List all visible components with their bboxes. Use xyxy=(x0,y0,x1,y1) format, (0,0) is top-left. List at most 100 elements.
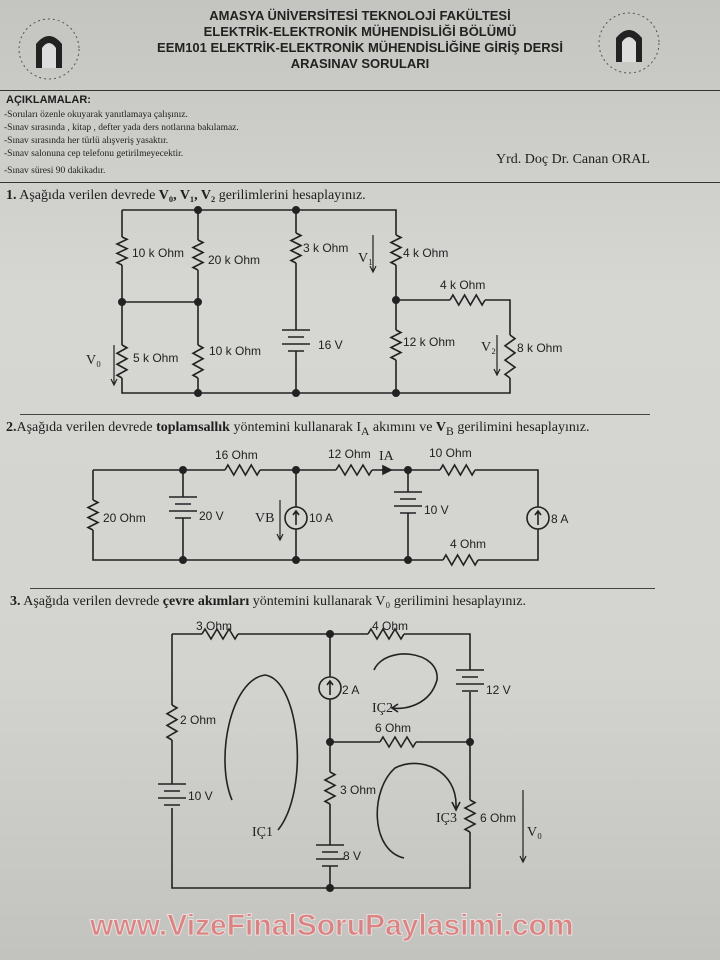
q-text: yöntemini kullanarak V₀ gerilimini hesap… xyxy=(249,594,526,609)
q-sub: A xyxy=(361,424,370,438)
q-vars: V₀, V₁, V₂ xyxy=(158,188,216,203)
resistor-icon xyxy=(115,236,129,266)
current-arrow-icon xyxy=(382,464,393,476)
battery-icon xyxy=(316,844,344,867)
university-logo-right xyxy=(598,12,660,74)
label-ia: IA xyxy=(379,449,395,464)
node-dot xyxy=(391,295,400,304)
resistor-icon xyxy=(442,553,479,567)
q-text: gerilimlerini hesaplayınız. xyxy=(215,188,366,203)
battery-icon xyxy=(169,496,197,519)
node-dot xyxy=(403,465,412,474)
label-v2: V₂ xyxy=(481,340,496,355)
mesh-loop-ic1 xyxy=(224,674,299,831)
label-6ohm-h: 6 Ohm xyxy=(375,721,411,735)
q-sub: B xyxy=(446,424,454,438)
mesh-loop-ic2 xyxy=(373,653,438,713)
battery-icon xyxy=(158,783,186,806)
current-source-icon xyxy=(318,676,342,700)
label-3ohm-v: 3 Ohm xyxy=(340,783,376,797)
instruction-item: -Sınav sırasında her türlü alışveriş yas… xyxy=(4,136,169,146)
header-line-1: AMASYA ÜNİVERSİTESİ TEKNOLOJİ FAKÜLTESİ xyxy=(209,8,511,23)
divider xyxy=(20,414,650,415)
q-text: Aşağıda verilen devrede xyxy=(16,420,157,435)
label-8k: 8 k Ohm xyxy=(517,341,562,355)
resistor-icon xyxy=(389,234,403,266)
resistor-icon xyxy=(389,329,403,361)
label-8v: 8 V xyxy=(343,849,361,863)
label-3k: 3 k Ohm xyxy=(303,241,348,255)
resistor-icon xyxy=(439,463,476,477)
node-dot xyxy=(325,737,334,746)
label-4ohm: 4 Ohm xyxy=(450,537,486,551)
label-ic3: IÇ3 xyxy=(436,811,457,826)
question-number: 2. xyxy=(6,420,17,435)
node-dot xyxy=(118,297,127,306)
label-2a: 2 A xyxy=(342,683,359,697)
node-dot xyxy=(403,555,412,564)
divider xyxy=(30,588,655,589)
q-bold: çevre akımları xyxy=(162,594,250,609)
label-4k: 4 k Ohm xyxy=(403,246,448,260)
arrow-up-icon xyxy=(326,679,334,695)
q-text: Aşağıda verilen devrede xyxy=(20,594,163,609)
instruction-item: -Sınav salonuna cep telefonu getirilmeye… xyxy=(4,149,184,159)
arrow-up-icon xyxy=(292,509,300,525)
resistor-icon xyxy=(191,344,205,379)
current-source-icon xyxy=(284,506,308,530)
label-16v: 16 V xyxy=(318,338,343,352)
resistor-icon xyxy=(191,239,205,271)
instruction-item: -Sınav süresi 90 dakikadır. xyxy=(4,166,106,176)
node-dot xyxy=(325,883,334,892)
header-line-4: ARASINAV SORULARI xyxy=(290,56,430,71)
resistor-icon xyxy=(289,232,303,264)
label-vo: V₀ xyxy=(527,825,542,840)
label-16ohm: 16 Ohm xyxy=(215,448,258,462)
header-line-3: EEM101 ELEKTRİK-ELEKTRONİK MÜHENDİSLİĞİN… xyxy=(157,40,563,55)
node-dot xyxy=(325,629,334,638)
resistor-icon xyxy=(503,334,517,379)
label-vb: VB xyxy=(255,511,274,526)
instruction-item: -Soruları özenle okuyarak yanıtlamaya ça… xyxy=(4,110,188,120)
university-logo-left xyxy=(18,18,80,80)
resistor-icon xyxy=(449,293,486,307)
question-2-text: 2.Aşağıda verilen devrede toplamsallık y… xyxy=(6,420,590,438)
label-v1: V₁ xyxy=(358,251,373,266)
node-dot xyxy=(179,465,188,474)
q-text: akımını ve xyxy=(369,420,436,435)
resistor-icon xyxy=(379,735,417,749)
label-12ohm: 12 Ohm xyxy=(328,447,371,461)
node-dot xyxy=(291,206,300,215)
instructions-box: AÇIKLAMALAR: -Soruları özenle okuyarak y… xyxy=(0,92,720,183)
q-bold: toplamsallık xyxy=(156,420,230,435)
resistor-icon xyxy=(165,704,179,741)
resistor-icon xyxy=(201,627,239,641)
header-line-2: ELEKTRİK-ELEKTRONİK MÜHENDİSLİĞİ BÖLÜMÜ xyxy=(203,24,517,39)
question-1-text: 1. Aşağıda verilen devrede V₀, V₁, V₂ ge… xyxy=(6,188,366,204)
q-text: yöntemini kullanarak I xyxy=(229,420,361,435)
wire xyxy=(171,633,471,889)
voltage-arrow-icon xyxy=(493,335,501,377)
node-dot xyxy=(194,297,203,306)
resistor-icon xyxy=(323,771,337,805)
label-5k: 5 k Ohm xyxy=(133,351,178,365)
label-20v: 20 V xyxy=(199,509,224,523)
label-10a: 10 A xyxy=(309,511,333,525)
node-dot xyxy=(179,555,188,564)
label-10k-2: 10 k Ohm xyxy=(209,344,261,358)
node-dot xyxy=(291,465,300,474)
label-2ohm: 2 Ohm xyxy=(180,713,216,727)
node-dot xyxy=(194,388,203,397)
resistor-icon xyxy=(367,627,405,641)
label-3ohm: 3 Ohm xyxy=(196,619,232,633)
node-dot xyxy=(391,388,400,397)
resistor-icon xyxy=(463,799,477,833)
label-ic2: IÇ2 xyxy=(372,701,393,716)
mesh-loop-ic3 xyxy=(376,762,461,859)
label-20ohm: 20 Ohm xyxy=(103,511,146,525)
instruction-item: -Sınav sırasında , kitap , defter yada d… xyxy=(4,123,239,133)
battery-icon xyxy=(394,491,422,514)
question-number: 1. xyxy=(6,188,17,203)
question-number: 3. xyxy=(10,594,21,609)
